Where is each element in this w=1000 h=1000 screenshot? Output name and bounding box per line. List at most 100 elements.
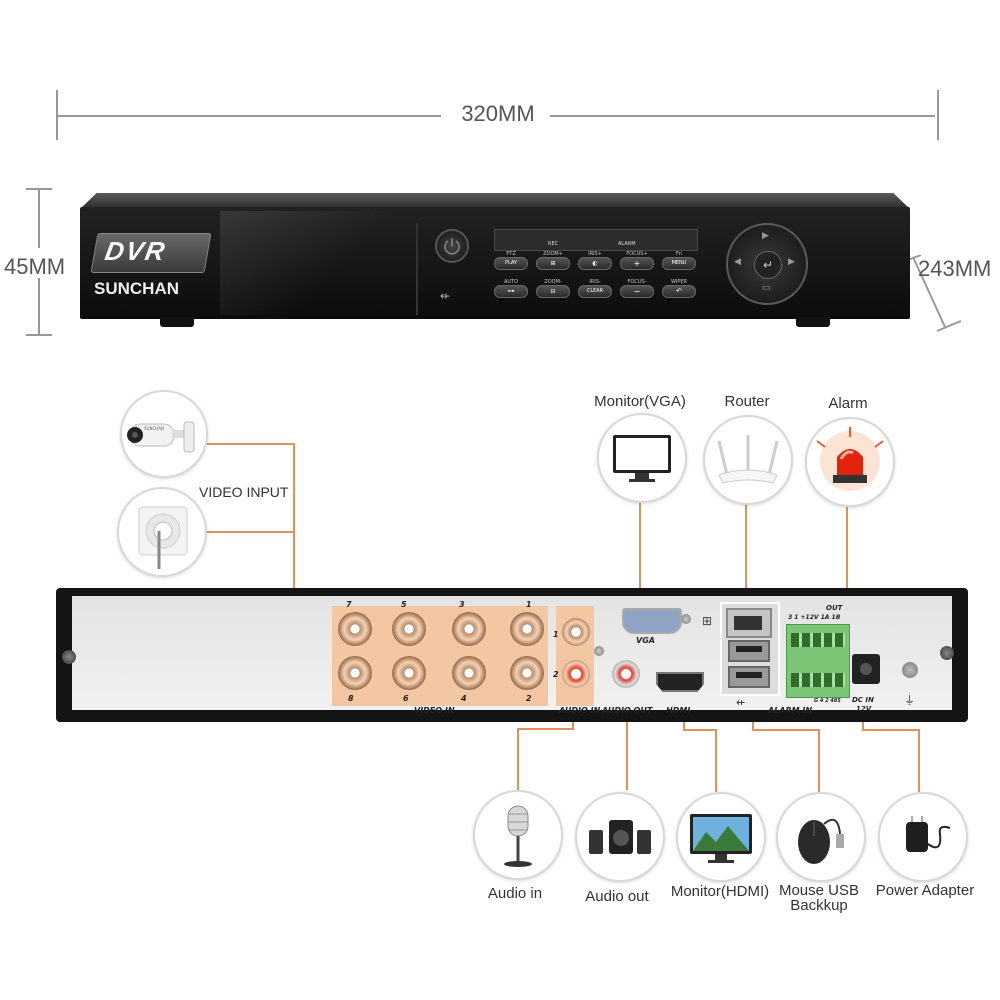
iris-plus-button[interactable]: ◐ — [578, 257, 612, 270]
power-button[interactable] — [435, 229, 469, 263]
speaker-circle — [575, 792, 665, 882]
monitor-icon — [613, 435, 671, 482]
zoom-in-button[interactable]: ⊞ — [536, 257, 570, 270]
bnc-number-3: 3 — [459, 600, 465, 609]
audio-in-1-jack[interactable] — [562, 618, 590, 646]
auto-button[interactable]: ⊶ — [494, 285, 528, 298]
video-input-label: VIDEO INPUT — [199, 484, 289, 500]
vga-screw — [681, 614, 691, 624]
monitor-vga-label: Monitor(VGA) — [594, 393, 686, 410]
alarm-out-label: OUT — [826, 604, 843, 612]
wiper-button[interactable]: ↶ — [662, 285, 696, 298]
power-adapter-circle — [878, 792, 968, 882]
foot-right — [796, 317, 830, 327]
monitor-vga-circle — [597, 413, 687, 503]
ground-icon: ⏚ — [904, 694, 915, 707]
dvr-rear-panel: ⏚ 7 5 3 1 8 6 4 2 VIDEO IN 1 2 AUDIO IN … — [56, 588, 968, 722]
monitor-hdmi-circle — [676, 792, 766, 882]
alarm-circle — [805, 417, 895, 507]
bnc-number-8: 8 — [348, 694, 354, 703]
zoom-out-button[interactable]: ⊟ — [536, 285, 570, 298]
bnc-connector[interactable] — [510, 612, 544, 646]
dc-in-jack[interactable] — [852, 654, 880, 684]
alarm-terminal-block[interactable] — [786, 624, 850, 698]
mouse-icon — [798, 818, 844, 864]
dc-in-label: DC IN — [852, 696, 874, 704]
bnc-connector[interactable] — [392, 612, 426, 646]
menu-button[interactable]: MENU — [662, 257, 696, 270]
bnc-connector[interactable] — [338, 656, 372, 690]
nav-up-icon[interactable]: ▶ — [762, 231, 769, 241]
screw-right — [940, 646, 954, 660]
alarm-light-icon — [816, 427, 884, 491]
focus-minus-button[interactable]: − — [620, 285, 654, 298]
alarm-in-label: ALARM IN — [768, 706, 813, 715]
bnc-number-1: 1 — [526, 600, 532, 609]
bnc-connector[interactable] — [510, 656, 544, 690]
router-circle — [703, 415, 793, 505]
nav-down-icon[interactable]: ▭ — [762, 283, 771, 293]
height-dimension — [26, 188, 52, 336]
dvr-badge: DVR — [90, 233, 212, 273]
lan-port[interactable] — [726, 608, 772, 638]
navigation-dial[interactable]: ↵ ▶ ◀ ▶ ▭ — [726, 223, 808, 305]
usb-port-1[interactable] — [728, 640, 770, 662]
audio-out-peripheral-label: Audio out — [585, 888, 649, 905]
foot-left — [160, 317, 194, 327]
audio-in-label: AUDIO IN — [559, 706, 601, 715]
front-usb-icon: ⇷ — [440, 289, 451, 303]
clear-button[interactable]: CLEAR — [578, 285, 612, 298]
alarm-label: Alarm — [828, 395, 868, 412]
enter-button[interactable]: ↵ — [754, 251, 782, 279]
router-label: Router — [724, 393, 770, 410]
bnc-number-5: 5 — [401, 600, 407, 609]
audio-out-jack[interactable] — [612, 660, 640, 688]
nav-left-icon[interactable]: ◀ — [734, 257, 741, 267]
audio-out-screw — [594, 646, 604, 656]
bnc-number-7: 7 — [346, 600, 352, 609]
height-label: 45MM — [4, 254, 66, 279]
alarm-bottom-pins: G 4 2 485 — [814, 698, 841, 704]
width-dimension: 320MM — [50, 90, 945, 140]
mouse-circle — [776, 792, 866, 882]
monitor-landscape-icon — [690, 814, 752, 863]
audio-out-label: AUDIO OUT — [602, 706, 653, 715]
svg-text:SUNCHAN: SUNCHAN — [144, 426, 164, 431]
network-icon: ⊞ — [702, 614, 713, 628]
power-adapter-label: Power Adapter — [875, 882, 975, 899]
front-display — [494, 229, 698, 251]
hdmi-port[interactable] — [656, 672, 704, 692]
bnc-number-6: 6 — [403, 694, 409, 703]
focus-plus-button[interactable]: + — [620, 257, 654, 270]
power-adapter-icon — [906, 816, 951, 852]
alarm-indicator: ALARM — [618, 241, 636, 247]
screw-left — [62, 650, 76, 664]
vga-label: VGA — [636, 636, 655, 645]
bnc-connector[interactable] — [452, 656, 486, 690]
microphone-circle — [473, 790, 563, 880]
width-label: 320MM — [461, 101, 535, 126]
bnc-connector[interactable] — [392, 656, 426, 690]
vga-port[interactable] — [622, 608, 682, 634]
dvr-badge-text: DVR — [102, 236, 169, 266]
socket-circle — [117, 487, 207, 577]
audio-in-number-1: 1 — [553, 630, 559, 639]
alarm-top-pins: 3 1 +12V 1A 1B — [788, 614, 841, 621]
dc-in-voltage: 12V — [856, 705, 872, 713]
bnc-connector[interactable] — [338, 612, 372, 646]
ptz-play-button[interactable]: PLAY — [494, 257, 528, 270]
speaker-icon — [589, 820, 651, 854]
usb-port-2[interactable] — [728, 666, 770, 688]
audio-in-2-jack[interactable] — [562, 660, 590, 688]
power-socket-icon — [138, 506, 188, 569]
bnc-connector[interactable] — [452, 612, 486, 646]
ground-screw — [902, 662, 918, 678]
microphone-icon — [504, 805, 532, 867]
brand-logo: SUNCHAN — [94, 279, 179, 298]
mouse-usb-label-line2: Backkup — [790, 897, 848, 914]
monitor-hdmi-label: Monitor(HDMI) — [670, 883, 770, 900]
nav-right-icon[interactable]: ▶ — [788, 257, 795, 267]
video-in-label: VIDEO IN — [414, 706, 455, 715]
depth-label: 243MM — [918, 256, 992, 281]
